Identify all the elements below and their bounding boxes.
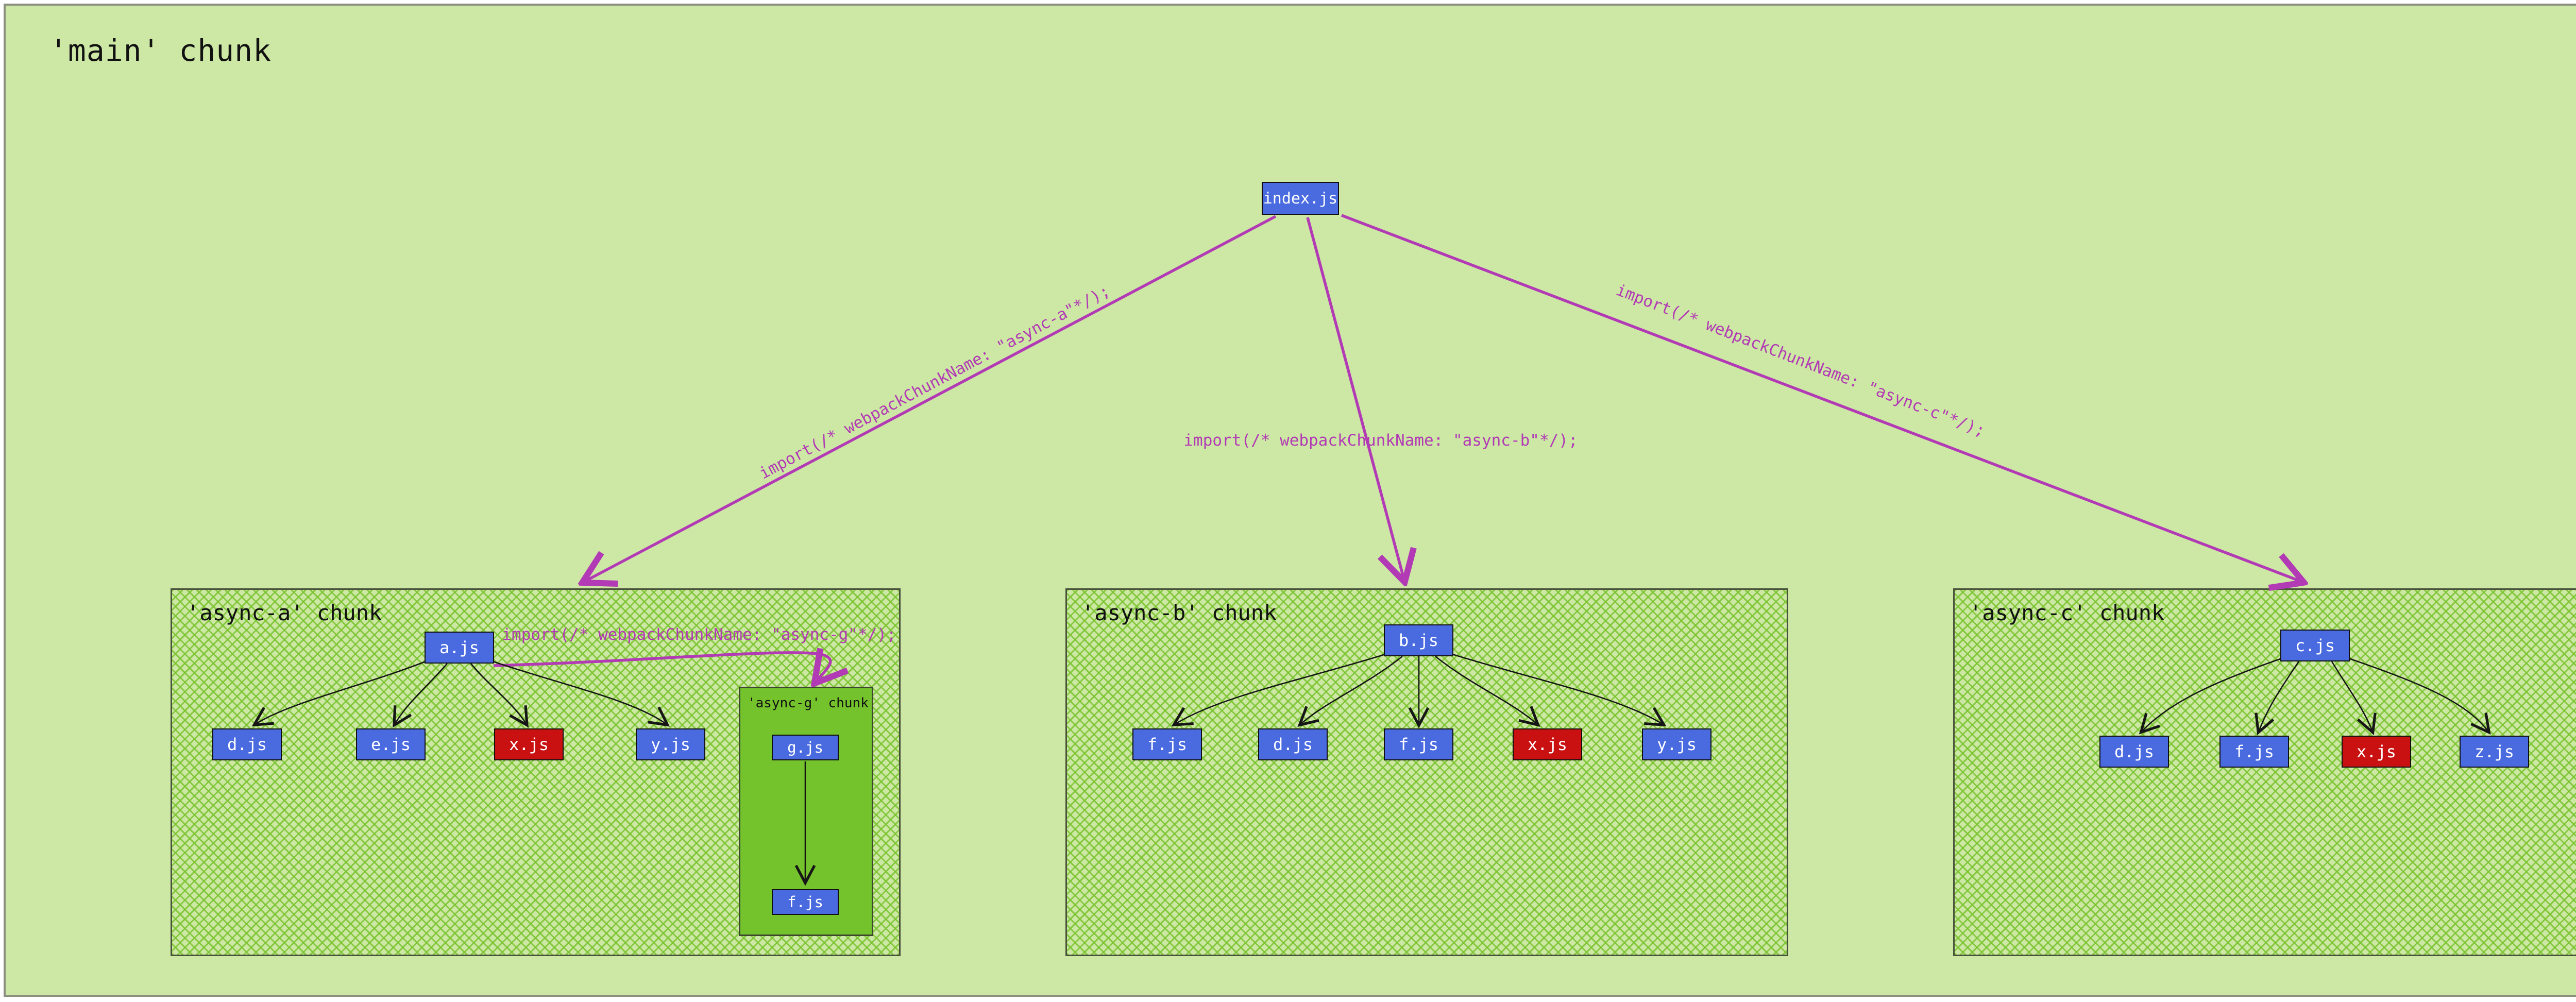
node-g-f-js: f.js: [772, 889, 839, 915]
node-a-e-js: e.js: [356, 728, 426, 760]
chunk-async-c: 'async-c' chunk: [1953, 588, 2576, 956]
node-c-d-js: d.js: [2099, 736, 2169, 768]
node-a-x-js: x.js: [494, 728, 564, 760]
node-c-js: c.js: [2280, 630, 2350, 661]
node-a-js: a.js: [425, 632, 494, 664]
node-b-js: b.js: [1384, 624, 1453, 656]
node-a-d-js: d.js: [212, 728, 282, 760]
import-label-async-g: import(/* webpackChunkName: "async-g"*/)…: [502, 625, 896, 644]
chunk-async-c-title: 'async-c' chunk: [1969, 600, 2165, 625]
chunk-async-b-title: 'async-b' chunk: [1081, 600, 1277, 625]
node-b-x-js: x.js: [1513, 728, 1582, 760]
node-g-js: g.js: [772, 735, 839, 760]
import-label-async-b: import(/* webpackChunkName: "async-b"*/)…: [1183, 431, 1578, 450]
chunk-async-g-title: 'async-g' chunk: [748, 695, 869, 711]
node-b-f1-js: f.js: [1132, 728, 1202, 760]
node-index-js: index.js: [1262, 182, 1339, 215]
chunk-async-a-title: 'async-a' chunk: [187, 600, 382, 625]
node-b-y-js: y.js: [1642, 728, 1711, 760]
main-chunk-title: 'main' chunk: [49, 33, 272, 68]
node-b-f2-js: f.js: [1384, 728, 1453, 760]
node-c-x-js: x.js: [2342, 736, 2411, 768]
node-c-f-js: f.js: [2219, 736, 2289, 768]
node-a-y-js: y.js: [636, 728, 705, 760]
node-c-z-js: z.js: [2460, 736, 2529, 768]
node-b-d-js: d.js: [1258, 728, 1328, 760]
